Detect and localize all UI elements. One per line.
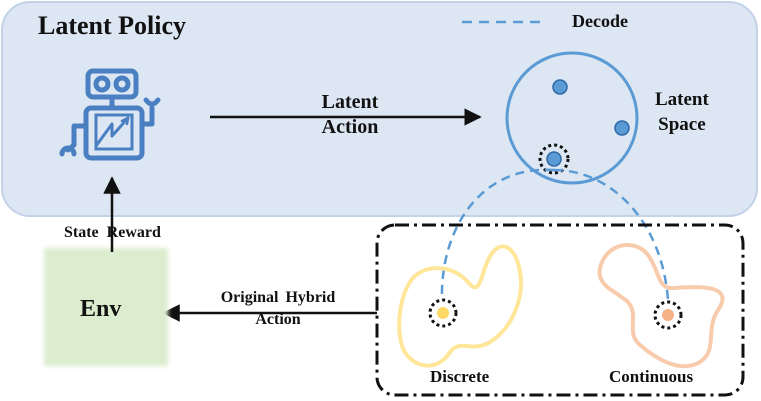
decode-arc-discrete: [440, 168, 555, 301]
latent-policy-title: Latent Policy: [38, 11, 187, 40]
hybrid-action-label: Original Hybrid Action: [198, 287, 358, 330]
robot-chest-panel: [94, 113, 134, 151]
env-box: [48, 252, 164, 362]
latent-action-label: Latent Action: [295, 90, 405, 140]
continuous-label: Continuous: [609, 367, 694, 386]
continuous-action-point: [662, 309, 674, 321]
discrete-point-ring: [428, 298, 458, 328]
latent-space-label-line: Latent: [655, 89, 709, 110]
latent-point: [614, 120, 630, 136]
latent-action-label-line: Latent: [321, 91, 379, 113]
discrete-action-point: [437, 307, 449, 319]
hybrid-action-label-line: Action: [255, 310, 301, 328]
decode-legend-label: Decode: [572, 11, 628, 31]
latent-policy-panel: [1, 1, 758, 217]
continuous-point-ring: [653, 300, 683, 330]
latent-space-label-line: Space: [658, 113, 706, 135]
latent-point: [552, 79, 568, 95]
latent-space-label: Latent Space: [655, 88, 709, 137]
discrete-label: Discrete: [430, 367, 490, 386]
latent-space-circle: [505, 51, 639, 185]
latent-point-selected: [546, 151, 562, 167]
latent-action-label-line: Action: [321, 116, 379, 138]
decode-arc-continuous: [553, 168, 670, 301]
env-label: Env: [80, 296, 122, 322]
state-reward-label: State Reward: [64, 224, 161, 241]
hybrid-action-label-line: Original Hybrid: [220, 289, 336, 306]
hybrid-action-space-box: [375, 223, 745, 397]
selected-point-ring: [538, 143, 570, 175]
robot-icon: [59, 68, 161, 161]
discrete-action-region: [397, 244, 523, 368]
continuous-action-region: [597, 243, 725, 369]
